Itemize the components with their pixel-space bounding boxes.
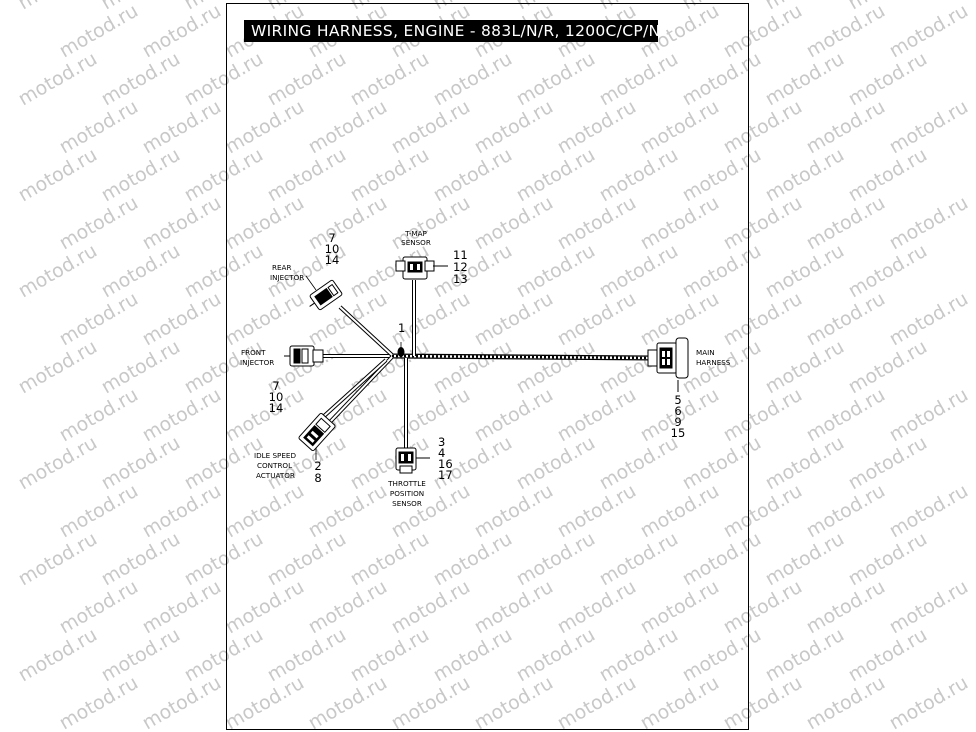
junction-clip <box>397 342 405 357</box>
tmap-sensor-label-line2: SENSOR <box>401 238 431 247</box>
iac-label-line3: ACTUATOR <box>256 471 295 480</box>
tmap-ref-1: 11 <box>453 248 468 262</box>
tmap-sensor-connector <box>395 256 448 280</box>
tps-connector <box>395 447 430 474</box>
front-injector-label-line1: FRONT <box>241 348 266 357</box>
rear-injector-ref-2: 10 <box>324 242 340 256</box>
main-harness-ref-4: 15 <box>670 426 686 440</box>
rear-injector-connector <box>309 279 343 311</box>
front-injector-ref-2: 10 <box>268 390 284 404</box>
page-title: WIRING HARNESS, ENGINE - 883L/N/R, 1200C… <box>244 20 658 42</box>
iac-label-line1: IDLE SPEED <box>254 451 296 460</box>
tmap-sensor-label-line1: T-MAP <box>405 229 427 238</box>
rear-injector-label-line1: REAR <box>272 263 292 272</box>
diagram-page <box>226 3 749 730</box>
iac-connector <box>298 412 336 452</box>
front-injector-label-line2: INJECTOR <box>240 358 275 367</box>
main-harness-connector <box>647 337 689 392</box>
rear-injector-ref-1: 7 <box>328 231 336 245</box>
main-harness-label-line1: MAIN <box>696 348 715 357</box>
main-harness-ref-1: 5 <box>674 393 682 407</box>
iac-ref-1: 2 <box>314 459 322 473</box>
iac-label-line2: CONTROL <box>257 461 293 470</box>
iac-wires <box>321 355 394 424</box>
tps-ref-3: 16 <box>438 457 453 471</box>
tmap-ref-3: 13 <box>453 272 468 286</box>
tps-label-line3: SENSOR <box>392 499 422 508</box>
front-injector-ref-1: 7 <box>272 379 280 393</box>
rear-injector-leader <box>305 275 317 291</box>
rear-injector-label-line2: INJECTOR <box>270 273 305 282</box>
rear-injector-wire <box>338 305 394 357</box>
front-injector-connector <box>284 345 324 367</box>
tps-ref-1: 3 <box>438 435 446 449</box>
main-harness-label-line2: HARNESS <box>696 358 731 367</box>
main-harness-ref-3: 9 <box>674 415 682 429</box>
tmap-ref-2: 12 <box>453 260 468 274</box>
rear-injector-ref-3: 14 <box>324 253 340 267</box>
tps-ref-2: 4 <box>438 446 446 460</box>
main-trunk-wire <box>391 353 653 361</box>
tps-label-line1: THROTTLE <box>388 479 426 488</box>
junction-clip-ref: 1 <box>398 321 406 335</box>
tps-label-line2: POSITION <box>389 489 425 498</box>
tps-ref-4: 17 <box>438 468 453 482</box>
main-harness-ref-2: 6 <box>674 404 682 418</box>
front-injector-ref-3: 14 <box>268 401 284 415</box>
iac-ref-2: 8 <box>314 471 322 485</box>
